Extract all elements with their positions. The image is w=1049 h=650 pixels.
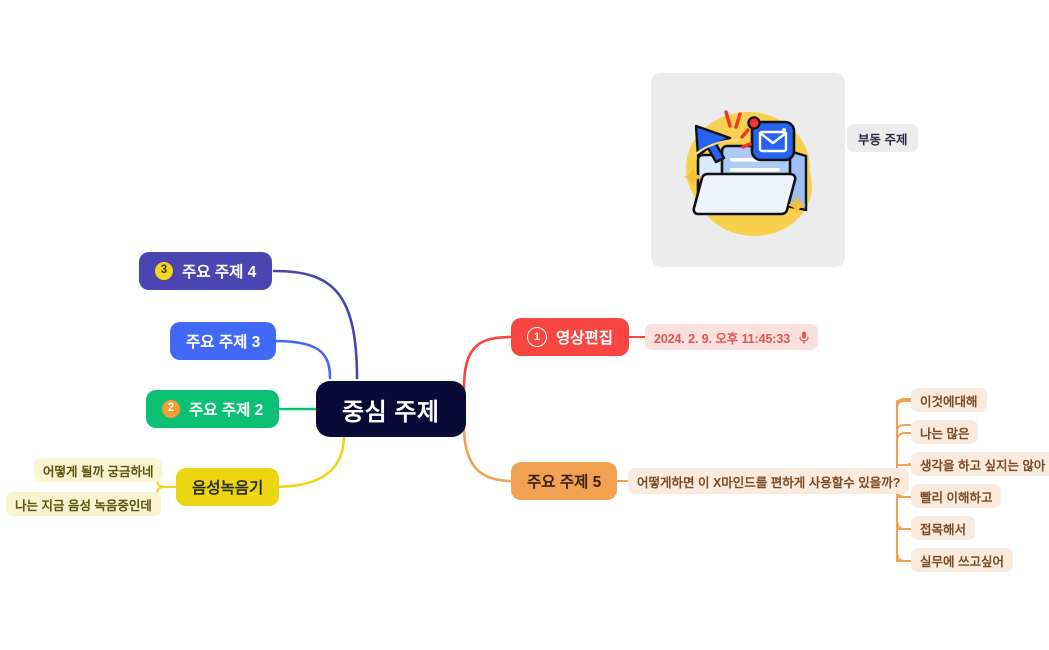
voice-note-2[interactable]: 나는 지금 음성 녹음중인데: [6, 492, 161, 516]
node-topic-2[interactable]: 2 주요 주제 2: [146, 390, 280, 428]
node-topic-5-label: 주요 주제 5: [527, 474, 602, 491]
microphone-icon: [799, 331, 809, 344]
answer-item-4-text: 빨리 이해하고: [920, 490, 993, 505]
answer-item-2-text: 나는 많은: [920, 426, 970, 441]
answer-item-1[interactable]: 이것에대해: [911, 388, 987, 412]
timestamp-note[interactable]: 2024. 2. 9. 오후 11:45:33: [645, 324, 819, 350]
answer-item-4[interactable]: 빨리 이해하고: [911, 484, 1002, 508]
voice-note-1[interactable]: 어떻게 될까 궁금하네: [34, 458, 163, 482]
question-note[interactable]: 어떻게하면 이 X마인드를 편하게 사용할수 있을까?: [628, 468, 910, 494]
answer-item-5-text: 접목해서: [920, 522, 967, 537]
floating-image-card[interactable]: [651, 73, 845, 267]
badge-3: 3: [155, 262, 173, 280]
node-voice-recorder[interactable]: 음성녹음기: [176, 468, 280, 506]
node-video-edit-label: 영상편집: [556, 330, 614, 347]
answer-item-3-text: 생각을 하고 싶지는 않아: [920, 458, 1046, 473]
answer-item-3[interactable]: 생각을 하고 싶지는 않아: [911, 452, 1049, 476]
folder-email-illustration: [684, 110, 812, 236]
floating-topic-label[interactable]: 부동 주제: [847, 124, 919, 152]
answer-item-2[interactable]: 나는 많은: [911, 420, 979, 444]
node-topic-2-label: 주요 주제 2: [189, 402, 264, 419]
answer-item-5[interactable]: 접목해서: [911, 516, 976, 540]
answer-item-6[interactable]: 실무에 쓰고싶어: [911, 548, 1013, 572]
node-topic-5[interactable]: 주요 주제 5: [511, 462, 618, 500]
central-topic-label: 중심 주제: [342, 398, 440, 426]
timestamp-note-text: 2024. 2. 9. 오후 11:45:33: [654, 331, 791, 346]
node-topic-4[interactable]: 3 주요 주제 4: [139, 252, 273, 290]
node-video-edit[interactable]: 1 영상편집: [511, 318, 630, 356]
node-topic-3-label: 주요 주제 3: [186, 334, 261, 351]
question-note-text: 어떻게하면 이 X마인드를 편하게 사용할수 있을까?: [637, 475, 901, 490]
floating-topic-text: 부동 주제: [858, 132, 908, 147]
voice-note-1-text: 어떻게 될까 궁금하네: [43, 464, 154, 479]
node-topic-3[interactable]: 주요 주제 3: [170, 322, 277, 360]
badge-1: 1: [527, 327, 547, 347]
answer-item-1-text: 이것에대해: [920, 394, 978, 409]
node-voice-recorder-label: 음성녹음기: [192, 480, 264, 497]
node-topic-4-label: 주요 주제 4: [182, 264, 257, 281]
node-central-topic[interactable]: 중심 주제: [316, 381, 466, 437]
voice-note-2-text: 나는 지금 음성 녹음중인데: [15, 498, 152, 513]
answer-item-6-text: 실무에 쓰고싶어: [920, 554, 1004, 569]
badge-2: 2: [162, 400, 180, 418]
